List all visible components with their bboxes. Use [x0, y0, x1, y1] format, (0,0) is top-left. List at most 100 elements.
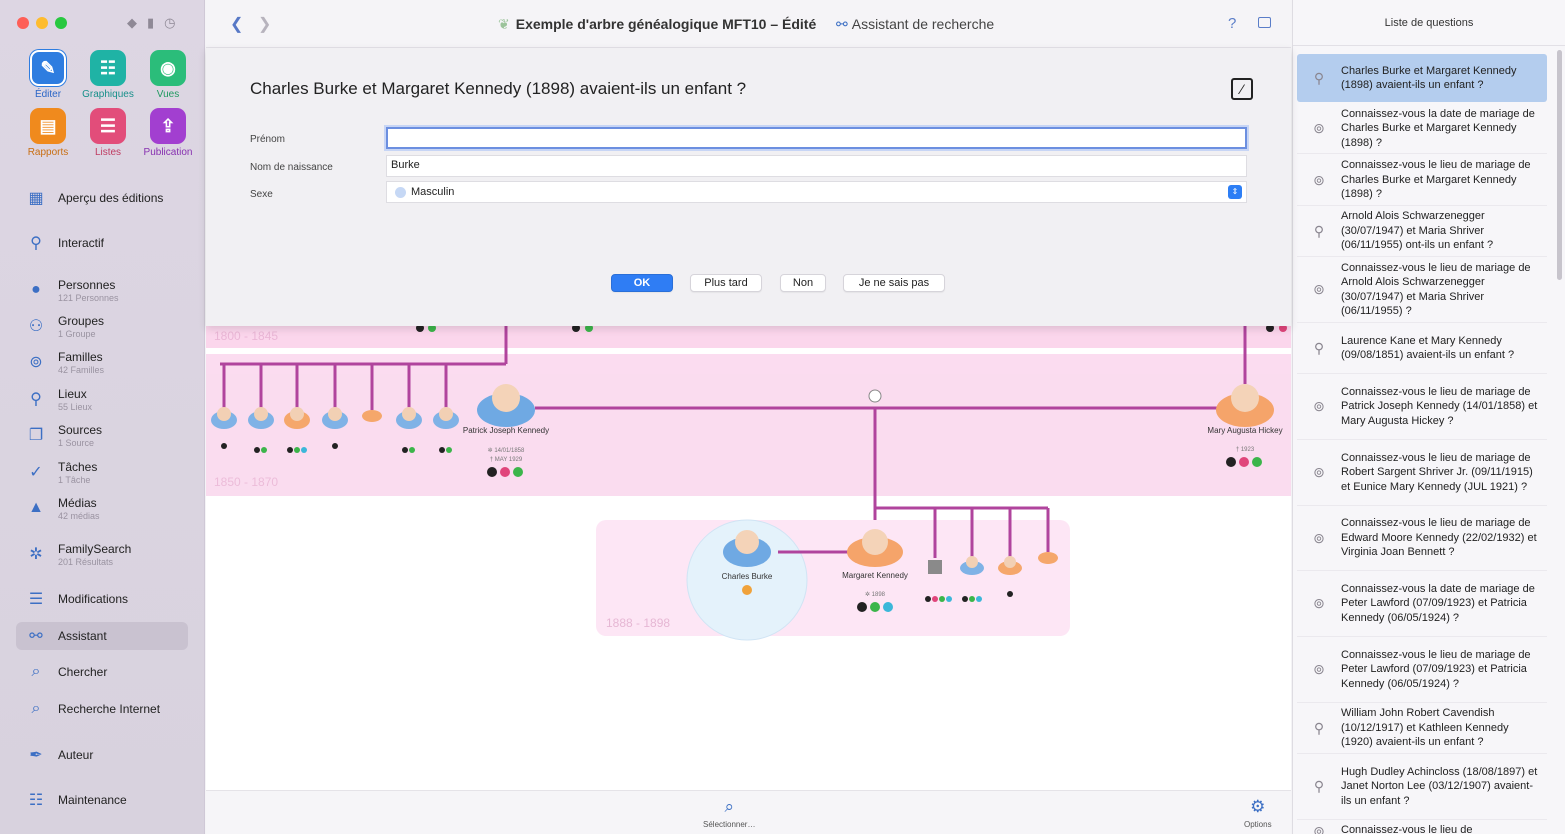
sidebar-top-icons: ◆ ▮ ◷ [127, 15, 176, 31]
patrick-birth: ✲ 14/01/1858 [488, 447, 525, 454]
sidebar-item-count: 55 Lieux [58, 401, 93, 412]
question-item[interactable]: ⊚ Connaissez-vous la date de mariage de … [1297, 571, 1547, 637]
rings-icon: ⊚ [1313, 398, 1325, 414]
sidebar-item-internet-search[interactable]: ⌕ Recherche Internet [16, 695, 188, 723]
question-item[interactable]: ⊚ Connaissez-vous le lieu de mariage de … [1297, 374, 1547, 440]
band-1888-1898-label: 1888 - 1898 [606, 616, 670, 630]
sidebar-item-edits-overview[interactable]: ▦ Aperçu des éditions [16, 184, 188, 212]
sidebar-item-modifications[interactable]: ☰ Modifications [16, 585, 188, 613]
minimize-window-button[interactable] [36, 17, 48, 29]
birth-name-input[interactable]: Burke [386, 155, 1247, 177]
tree-icon: ⚲ [30, 235, 42, 252]
rings-icon[interactable] [868, 389, 882, 403]
group-icon: ⚇ [28, 318, 44, 335]
question-text: Connaissez-vous le lieu de mariage de Ar… [1341, 261, 1531, 318]
rings-icon: ⊚ [1313, 823, 1325, 834]
no-button[interactable]: Non [780, 274, 826, 292]
sidebar-item-maintenance[interactable]: ☷ Maintenance [16, 786, 188, 814]
assistant-icon: ⚯ [836, 16, 848, 32]
question-item[interactable]: ⚲ Laurence Kane et Mary Kennedy (09/08/1… [1297, 323, 1547, 374]
sidebar-toggle-icon[interactable] [1258, 17, 1271, 28]
sidebar-item-assistant[interactable]: ⚯ Assistant [16, 622, 188, 650]
question-item[interactable]: ⚲ Hugh Dudley Achincloss (18/08/1897) et… [1297, 754, 1547, 820]
ok-button[interactable]: OK [611, 274, 673, 292]
family-tree-canvas[interactable]: 1800 - 1845 1850 - 1870 [206, 326, 1291, 790]
reports-tool-button[interactable]: ▤ Rapports [18, 108, 78, 158]
sources-icon: ❐ [28, 427, 44, 444]
options-button[interactable]: ⚙ Options [1244, 797, 1272, 829]
question-text: Connaissez-vous la date de mariage de Ch… [1341, 107, 1535, 149]
familysearch-tree-icon: ✲ [29, 546, 43, 563]
sidebar-item-search[interactable]: ⌕ Chercher [16, 658, 188, 686]
question-text: Laurence Kane et Mary Kennedy (09/08/185… [1341, 334, 1515, 362]
reports-tool-label: Rapports [27, 147, 69, 158]
sex-select[interactable]: Masculin ⇕ [386, 181, 1247, 203]
child-icon: ⚲ [1313, 339, 1325, 356]
views-tool-label: Vues [156, 89, 180, 100]
later-button[interactable]: Plus tard [690, 274, 762, 292]
window-title-text: Exemple d'arbre généalogique MFT10 – Édi… [515, 16, 817, 32]
views-tool-button[interactable]: ◉ Vues [138, 50, 198, 100]
question-item[interactable]: ⊚ Connaissez-vous le lieu de mariage de … [1297, 257, 1547, 323]
person-mary-augusta-hickey[interactable]: Mary Augusta Hickey † 1923 [1207, 384, 1283, 467]
dont-know-button[interactable]: Je ne sais pas [843, 274, 945, 292]
first-name-input[interactable] [386, 127, 1247, 149]
chevron-updown-icon: ⇕ [1228, 185, 1242, 199]
sidebar-item-label: Sources [58, 422, 103, 437]
question-item[interactable]: ⊚ Connaissez-vous le lieu de mariage de … [1297, 440, 1547, 506]
mary-name: Mary Augusta Hickey [1207, 426, 1282, 435]
sex-select-value: Masculin [411, 186, 455, 198]
publish-tool-button[interactable]: ⇪ Publication [138, 108, 198, 158]
question-item[interactable]: ⊚ Connaissez-vous le lieu de [1297, 820, 1547, 834]
sidebar-item-label: Maintenance [58, 793, 127, 807]
margaret-birth: ✲ 1898 [865, 591, 886, 598]
person-charles-burke[interactable]: Charles Burke [722, 530, 773, 595]
question-list-scrollbar[interactable] [1557, 50, 1562, 280]
close-window-button[interactable] [17, 17, 29, 29]
family-tree-chart: 1800 - 1845 1850 - 1870 [206, 326, 1291, 641]
select-button[interactable]: ⌕ Sélectionner… [703, 797, 755, 829]
help-button[interactable]: ? [1228, 15, 1237, 32]
zoom-window-button[interactable] [55, 17, 67, 29]
question-item[interactable]: ⚲ William John Robert Cavendish (10/12/1… [1297, 703, 1547, 754]
question-item[interactable]: ⊚ Connaissez-vous le lieu de mariage de … [1297, 506, 1547, 571]
charts-tool-label: Graphiques [82, 89, 134, 100]
clock-icon[interactable]: ◷ [164, 15, 176, 30]
sidebar-item-label: Modifications [58, 592, 129, 606]
question-text: Connaissez-vous la date de mariage de Pe… [1341, 582, 1535, 624]
rings-icon: ⊚ [1313, 595, 1325, 611]
question-item[interactable]: ⚲ Charles Burke et Margaret Kennedy (189… [1297, 54, 1547, 102]
person-patrick-joseph-kennedy[interactable]: Patrick Joseph Kennedy ✲ 14/01/1858 † MA… [463, 384, 549, 477]
question-item[interactable]: ⚲ Arnold Alois Schwarzenegger (30/07/194… [1297, 206, 1547, 257]
charts-tool-button[interactable]: ☷ Graphiques [78, 50, 138, 100]
research-assistant-title: ⚯Assistant de recherche [836, 16, 994, 33]
lists-tool-button[interactable]: ☰ Listes [78, 108, 138, 158]
question-item[interactable]: ⊚ Connaissez-vous le lieu de mariage de … [1297, 637, 1547, 703]
tag-icon[interactable]: ◆ [127, 15, 137, 30]
list-icon: ☰ [90, 108, 126, 144]
forward-arrow-icon[interactable]: ❯ [258, 16, 272, 33]
sidebar-item-author[interactable]: ✒ Auteur [16, 741, 188, 769]
edit-tool-button[interactable]: ✎ Éditer [18, 50, 78, 100]
sidebar-item-interactive[interactable]: ⚲ Interactif [16, 229, 188, 257]
edit-person-icon[interactable]: ⁄ [1231, 78, 1253, 100]
question-item[interactable]: ⊚ Connaissez-vous le lieu de mariage de … [1297, 155, 1547, 206]
back-arrow-icon[interactable]: ❮ [230, 16, 244, 33]
sidebar-item-label: Familles [58, 349, 103, 364]
question-item[interactable]: ⊚ Connaissez-vous la date de mariage de … [1297, 104, 1547, 154]
sidebar-item-label: Chercher [58, 665, 108, 679]
bookmark-icon[interactable]: ▮ [147, 15, 155, 30]
pencil-icon: ✎ [30, 50, 66, 86]
child-icon: ⚲ [1313, 778, 1325, 794]
question-list-panel: Liste de questions ⚲ Charles Burke et Ma… [1292, 0, 1565, 834]
person-margaret-kennedy[interactable]: Margaret Kennedy ✲ 1898 [842, 529, 908, 612]
publish-icon: ⇪ [150, 108, 186, 144]
